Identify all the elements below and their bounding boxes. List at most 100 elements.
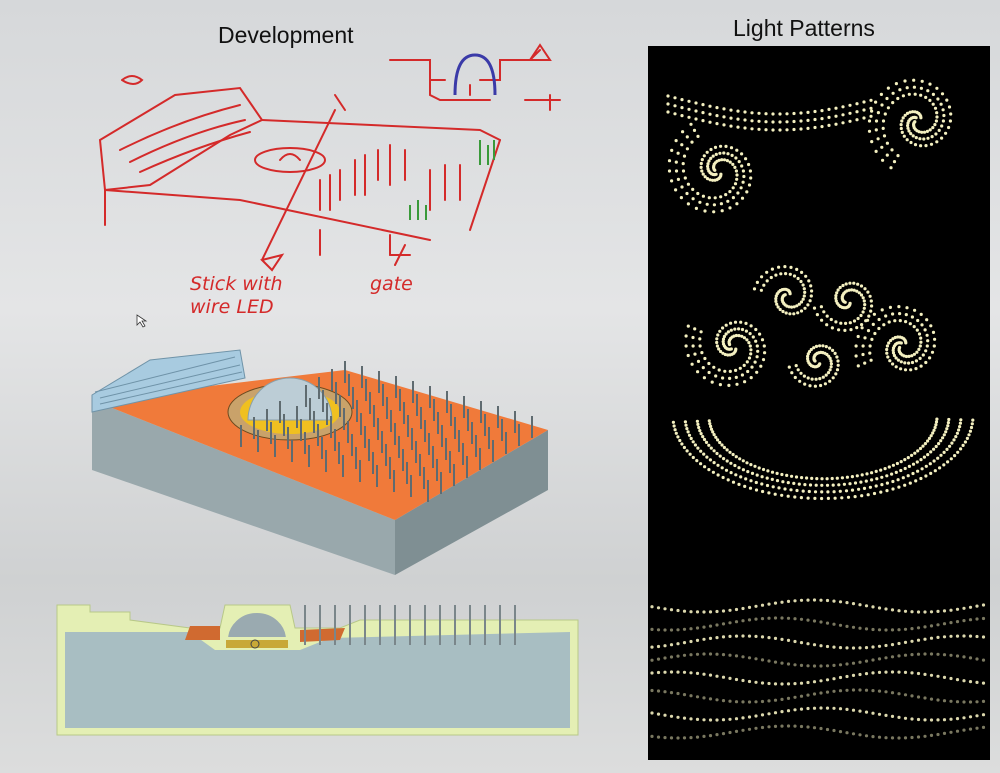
- light-dot: [709, 446, 713, 450]
- light-dot: [848, 103, 852, 107]
- light-dot: [919, 476, 923, 481]
- light-dot: [699, 165, 703, 169]
- light-dot: [971, 418, 975, 422]
- light-dot: [760, 475, 764, 479]
- light-dot: [755, 280, 759, 284]
- light-dot: [690, 362, 694, 366]
- light-dot: [786, 682, 791, 686]
- light-dot: [885, 481, 889, 485]
- light-dot: [741, 728, 745, 732]
- light-dot: [722, 123, 726, 127]
- light-dot: [884, 713, 888, 718]
- light-dot: [670, 179, 674, 183]
- light-dot: [712, 365, 716, 369]
- light-dot: [667, 159, 672, 163]
- light-dot: [806, 664, 810, 668]
- light-dot: [937, 128, 941, 132]
- light-dot: [731, 162, 735, 166]
- light-dot: [778, 307, 782, 312]
- light-dot: [792, 111, 796, 116]
- light-dot: [694, 206, 698, 210]
- light-dot: [813, 384, 817, 388]
- light-dot: [731, 452, 735, 457]
- light-dot: [729, 471, 733, 475]
- light-dot: [897, 715, 901, 720]
- light-dot: [726, 478, 730, 482]
- light-dot: [719, 202, 723, 206]
- light-dot: [775, 479, 780, 483]
- light-dot: [696, 370, 700, 374]
- light-dot: [869, 358, 873, 362]
- light-dot: [734, 607, 739, 612]
- light-dot: [833, 496, 837, 500]
- light-dot: [897, 609, 901, 613]
- light-dot: [870, 337, 874, 341]
- light-dot: [807, 279, 811, 283]
- light-dot: [944, 430, 948, 434]
- light-dot: [942, 463, 946, 467]
- light-dot: [814, 377, 818, 381]
- light-dot: [923, 652, 927, 656]
- light-dot: [744, 321, 748, 325]
- light-dot: [928, 128, 932, 132]
- light-dot: [740, 334, 744, 338]
- light-dot: [874, 149, 878, 153]
- light-dot: [840, 476, 844, 480]
- light-dot: [719, 195, 723, 199]
- light-dot: [949, 653, 953, 657]
- light-dot: [932, 428, 936, 432]
- light-dot: [929, 142, 934, 146]
- light-dot: [729, 321, 733, 325]
- light-dot: [734, 677, 739, 682]
- light-dot: [877, 689, 882, 693]
- light-dot: [721, 340, 725, 344]
- light-dot: [739, 320, 743, 324]
- light-dot: [700, 158, 704, 162]
- light-dot: [820, 318, 824, 322]
- light-dot: [855, 110, 859, 114]
- light-dot: [702, 696, 706, 700]
- light-dot: [827, 123, 831, 127]
- light-dot: [910, 610, 914, 614]
- light-dot: [712, 210, 716, 214]
- light-dot: [793, 639, 797, 644]
- light-dot: [733, 463, 737, 468]
- light-dot: [721, 699, 726, 703]
- light-dot: [676, 608, 680, 613]
- light-dot: [742, 336, 746, 340]
- light-dot: [885, 474, 889, 478]
- light-dot: [681, 169, 686, 173]
- light-dot: [815, 313, 819, 317]
- light-dot: [862, 100, 866, 104]
- light-dot: [786, 724, 791, 728]
- light-dot: [824, 373, 828, 377]
- light-dot: [693, 352, 697, 356]
- light-dot: [820, 477, 824, 481]
- light-dot: [820, 109, 824, 113]
- light-dot: [828, 379, 832, 383]
- light-dot: [877, 657, 882, 661]
- light-dot: [806, 618, 810, 622]
- light-dot: [735, 148, 739, 152]
- light-dot: [848, 111, 852, 115]
- light-dot: [767, 491, 771, 495]
- light-dot: [903, 716, 908, 720]
- light-dot: [806, 598, 810, 602]
- light-dot: [748, 332, 752, 336]
- light-dot: [808, 483, 813, 487]
- light-dot: [825, 323, 829, 327]
- light-dot: [949, 634, 953, 638]
- light-dot: [751, 335, 755, 339]
- sketch-arch: [453, 53, 497, 96]
- light-dot: [788, 312, 792, 316]
- light-dot: [750, 119, 754, 123]
- light-dot: [735, 202, 739, 206]
- light-dot: [862, 486, 867, 490]
- light-dot: [737, 482, 741, 486]
- light-dot: [884, 656, 888, 660]
- light-dot: [702, 718, 706, 722]
- light-dot: [731, 480, 736, 484]
- light-dot: [794, 475, 799, 479]
- light-dot: [718, 383, 722, 387]
- light-dot: [669, 608, 674, 612]
